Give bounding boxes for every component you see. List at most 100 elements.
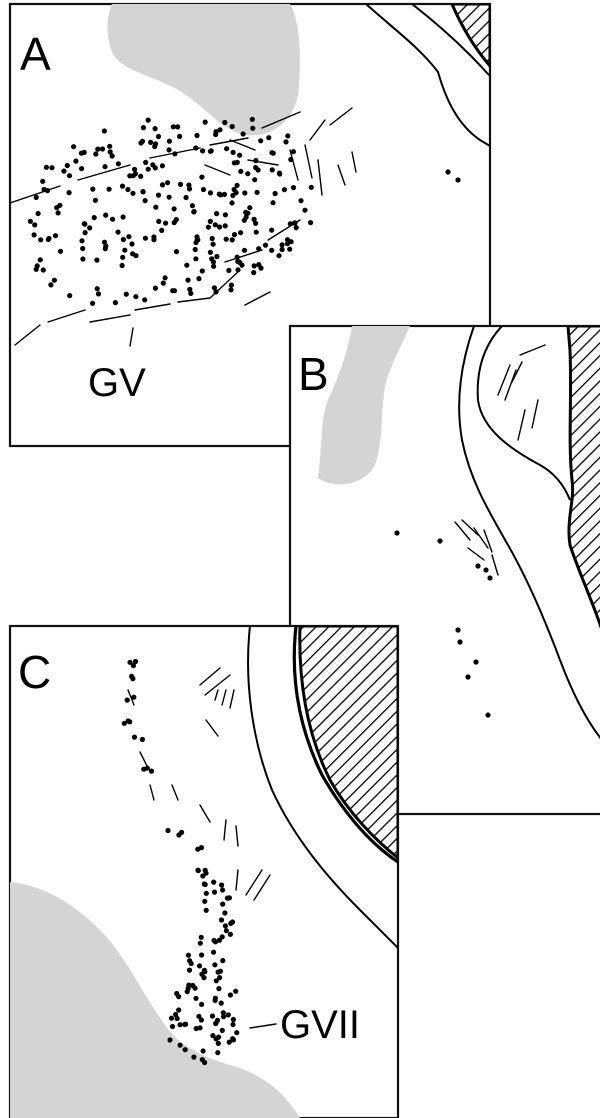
neuron-dot	[235, 160, 240, 165]
neuron-dot	[161, 281, 166, 286]
neuron-dot	[252, 177, 257, 182]
neuron-dot	[199, 1002, 204, 1007]
neuron-dot	[93, 198, 98, 203]
neuron-dot	[485, 712, 490, 717]
neuron-dot	[127, 719, 132, 724]
neuron-dot	[34, 195, 39, 200]
neuron-dot	[251, 270, 256, 275]
neuron-dot	[172, 206, 177, 211]
neuron-dot	[172, 151, 177, 156]
neuron-dot	[237, 153, 242, 158]
neuron-dot	[211, 880, 216, 885]
neuron-dot	[177, 134, 182, 139]
neuron-dot	[256, 246, 261, 251]
neuron-dot	[229, 200, 234, 205]
neuron-dot	[455, 627, 460, 632]
neuron-dot	[58, 249, 63, 254]
neuron-dot	[80, 256, 85, 261]
panel-b-letter: B	[298, 348, 329, 400]
neuron-dot	[199, 935, 204, 940]
neuron-dot	[52, 278, 57, 283]
neuron-dot	[226, 1012, 231, 1017]
neuron-dot	[93, 151, 98, 156]
neuron-dot	[184, 263, 189, 268]
neuron-dot	[288, 221, 293, 226]
neuron-dot	[142, 297, 147, 302]
neuron-dot	[208, 250, 213, 255]
neuron-dot	[232, 232, 237, 237]
neuron-dot	[38, 237, 43, 242]
neuron-dot	[41, 267, 46, 272]
neuron-dot	[208, 219, 213, 224]
neuron-dot	[169, 1016, 174, 1021]
neuron-dot	[138, 140, 143, 145]
neuron-dot	[163, 275, 168, 280]
neuron-dot	[151, 234, 156, 239]
neuron-dot	[216, 1035, 221, 1040]
neuron-dot	[455, 177, 460, 182]
neuron-dot	[231, 1017, 236, 1022]
neuron-dot	[165, 828, 170, 833]
neuron-dot	[239, 263, 244, 268]
neuron-dot	[203, 882, 208, 887]
neuron-dot	[197, 963, 202, 968]
neuron-dot	[219, 1001, 224, 1006]
neuron-dot	[190, 203, 195, 208]
neuron-dot	[253, 165, 258, 170]
neuron-dot	[287, 247, 292, 252]
neuron-dot	[113, 300, 118, 305]
neuron-dot	[250, 126, 255, 131]
neuron-dot	[92, 215, 97, 220]
neuron-dot	[186, 953, 191, 958]
neuron-dot	[238, 230, 243, 235]
neuron-dot	[185, 278, 190, 283]
neuron-dot	[235, 267, 240, 272]
neuron-dot	[45, 188, 50, 193]
neuron-dot	[120, 255, 125, 260]
neuron-dot	[252, 263, 257, 268]
neuron-dot	[156, 193, 161, 198]
neuron-dot	[148, 140, 153, 145]
neuron-dot	[196, 1014, 201, 1019]
neuron-dot	[233, 989, 238, 994]
neuron-dot	[103, 244, 108, 249]
neuron-dot	[120, 263, 125, 268]
neuron-dot	[254, 230, 259, 235]
neuron-dot	[200, 148, 205, 153]
neuron-dot	[215, 1050, 220, 1055]
neuron-dot	[146, 167, 151, 172]
neuron-dot	[185, 989, 190, 994]
neuron-dot	[67, 190, 72, 195]
neuron-dot	[195, 847, 200, 852]
neuron-dot	[213, 132, 218, 137]
neuron-dot	[194, 133, 199, 138]
neuron-dot	[90, 301, 95, 306]
neuron-dot	[174, 249, 179, 254]
neuron-dot	[214, 254, 219, 259]
neuron-dot	[253, 158, 258, 163]
neuron-dot	[206, 225, 211, 230]
neuron-dot	[103, 213, 108, 218]
neuron-dot	[32, 222, 37, 227]
neuron-dot	[214, 211, 219, 216]
neuron-dot	[61, 169, 66, 174]
neuron-dot	[191, 1055, 196, 1060]
neuron-dot	[193, 256, 198, 261]
neuron-dot	[210, 1033, 215, 1038]
neuron-dot	[49, 165, 54, 170]
neuron-dot	[170, 288, 175, 293]
neuron-dot	[195, 237, 200, 242]
neuron-dot	[487, 575, 492, 580]
neuron-dot	[152, 144, 157, 149]
neuron-dot	[143, 160, 148, 165]
neuron-dot	[65, 163, 70, 168]
neuron-dot	[184, 195, 189, 200]
neuron-dot	[174, 991, 179, 996]
neuron-dot	[153, 205, 158, 210]
neuron-dot	[227, 895, 232, 900]
neuron-dot	[234, 190, 239, 195]
neuron-dot	[165, 180, 170, 185]
neuron-dot	[269, 150, 274, 155]
neuron-dot	[226, 268, 231, 273]
neuron-dot	[220, 902, 225, 907]
